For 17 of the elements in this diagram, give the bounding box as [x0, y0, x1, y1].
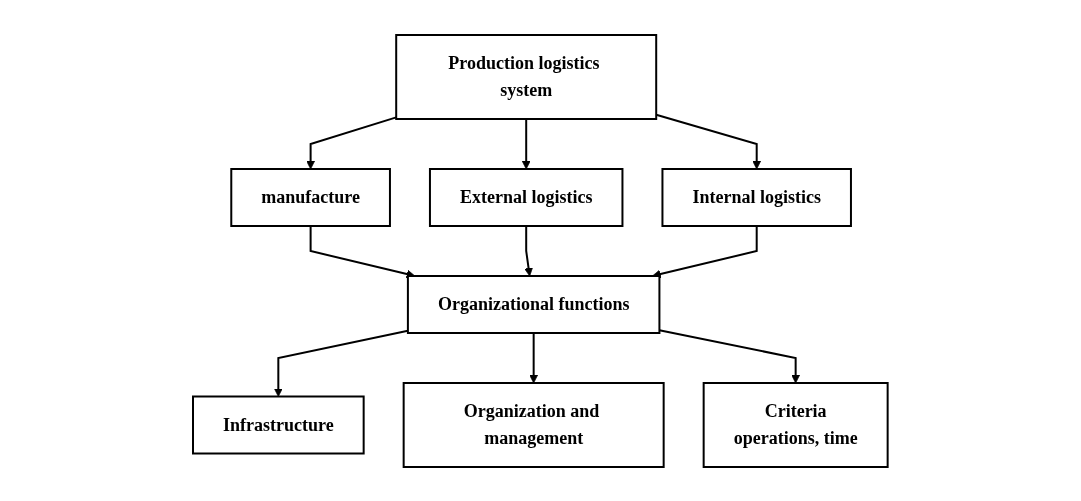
arrow [306, 115, 398, 169]
node-box: Criteria operations, time [702, 381, 889, 468]
node-box: Infrastructure [192, 395, 365, 454]
node-box: Internal logistics [661, 167, 853, 227]
arrow [658, 328, 801, 383]
node-box: Organizational functions [407, 274, 661, 334]
arrow [524, 224, 534, 276]
arrow [529, 331, 539, 383]
arrow [309, 224, 416, 278]
arrow [655, 113, 762, 169]
arrow [521, 117, 531, 169]
node-box: manufacture [230, 167, 392, 227]
node-box: Organization and management [402, 381, 665, 468]
node-box: External logistics [429, 167, 624, 227]
arrow [652, 224, 758, 278]
node-box: Production logistics system [395, 33, 658, 120]
arrow [274, 329, 410, 397]
